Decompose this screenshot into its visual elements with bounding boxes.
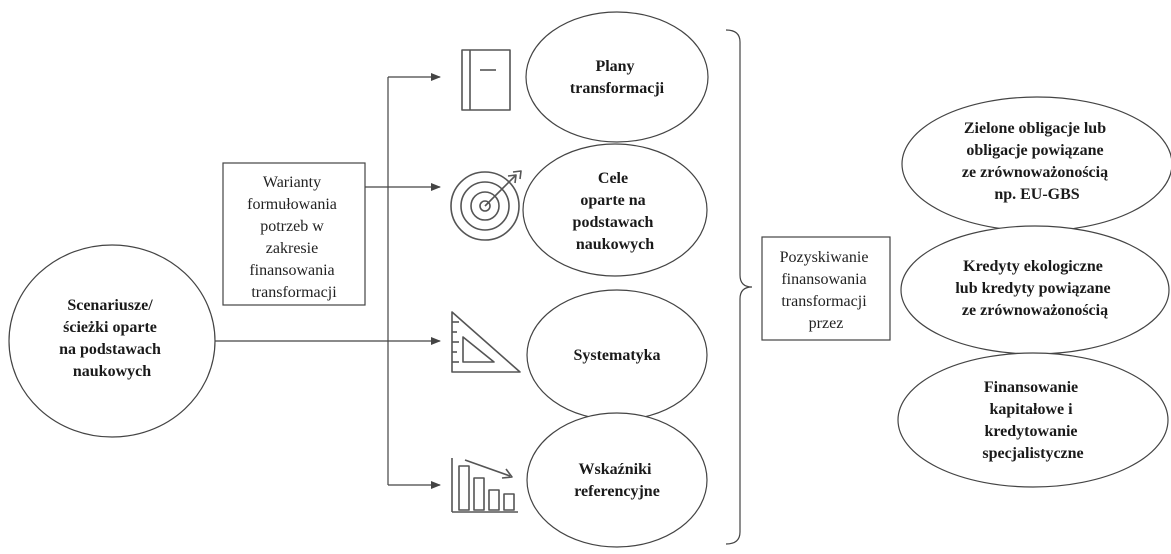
- set-square-icon: [451, 311, 521, 373]
- instrument-green-loans: Kredyty ekologiczne lub kredyty powiązan…: [900, 225, 1170, 355]
- element-goals: Cele oparte na podstawach naukowych: [522, 143, 708, 277]
- book-icon: [461, 49, 511, 111]
- element-systematics-label: Systematyka: [573, 347, 660, 364]
- instrument-green-bonds-label: Zielone obligacje lub obligacje powiązan…: [962, 120, 1112, 203]
- instrument-equity-financing-label: Finansowanie kapitałowe i kredytowanie s…: [982, 379, 1083, 462]
- element-plans-label: Plany transformacji: [570, 58, 665, 97]
- connectors: [215, 73, 441, 489]
- element-plans: Plany transformacji: [525, 11, 709, 143]
- scenario-label: Scenariusze/ ścieżki oparte na podstawac…: [59, 297, 165, 380]
- instrument-green-loans-label: Kredyty ekologiczne lub kredyty powiązan…: [955, 258, 1114, 319]
- instrument-green-bonds: Zielone obligacje lub obligacje powiązan…: [901, 96, 1171, 232]
- bar-chart-icon: [451, 458, 518, 513]
- variants-box: Warianty formułowania potrzeb w zakresie…: [222, 162, 366, 306]
- target-icon: [450, 170, 522, 241]
- scenario-node: Scenariusze/ ścieżki oparte na podstawac…: [8, 244, 216, 438]
- curly-brace: [725, 29, 753, 545]
- element-goals-label: Cele oparte na podstawach naukowych: [573, 170, 658, 253]
- instrument-equity-financing: Finansowanie kapitałowe i kredytowanie s…: [897, 352, 1169, 488]
- element-benchmarks: Wskaźniki referencyjne: [526, 412, 708, 548]
- variants-label: Warianty formułowania potrzeb w zakresie…: [247, 174, 341, 301]
- acquisition-box: Pozyskiwanie finansowania transformacji …: [761, 236, 891, 341]
- acquisition-label: Pozyskiwanie finansowania transformacji …: [780, 249, 873, 332]
- element-systematics: Systematyka: [526, 289, 708, 421]
- element-benchmarks-label: Wskaźniki referencyjne: [574, 461, 660, 500]
